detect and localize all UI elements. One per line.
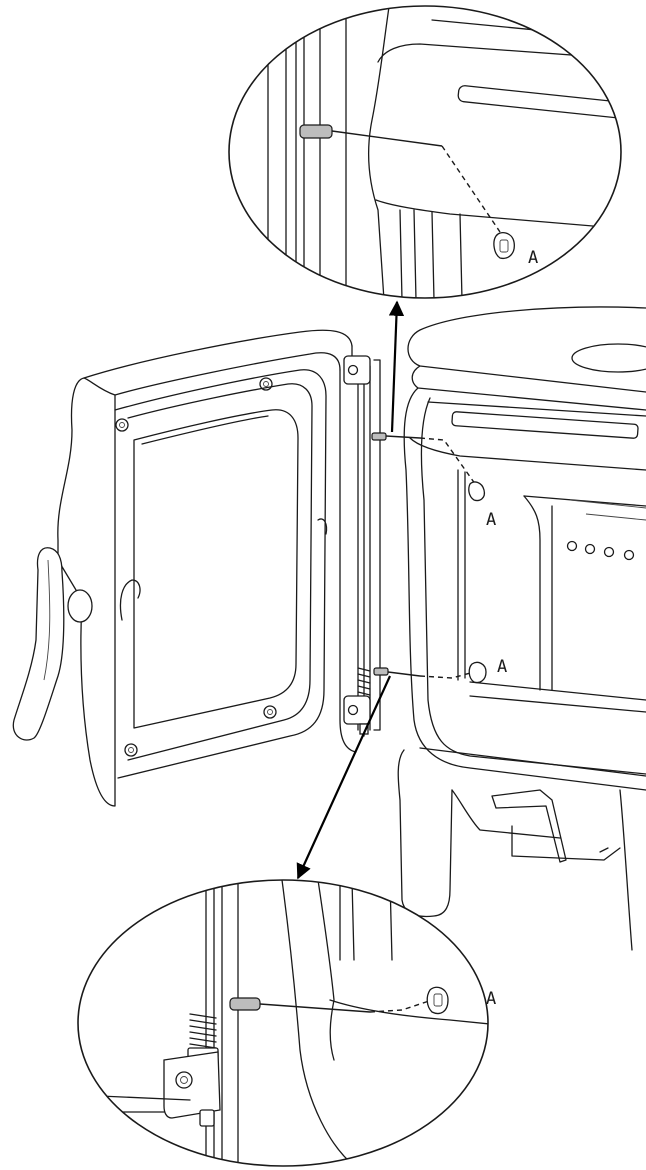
callout-label-top-detail: A — [528, 248, 538, 268]
callout-label-lower-pin: A — [497, 657, 507, 677]
leader-arrow-to-bottom-detail — [296, 675, 392, 880]
stove-body — [397, 306, 646, 951]
hinge-pin-upper — [371, 432, 486, 502]
door-handle — [12, 547, 93, 741]
top-detail-zoom — [228, 5, 622, 299]
hinge-pin-lower — [373, 661, 487, 684]
stove-door — [12, 329, 357, 807]
bottom-detail-zoom — [77, 879, 489, 1167]
callout-label-upper-pin: A — [486, 510, 496, 530]
air-vent-holes — [566, 540, 635, 561]
door-hinge-assembly — [343, 355, 381, 737]
glass-clip-bolts — [115, 377, 277, 757]
leader-arrow-to-top-detail — [388, 300, 405, 433]
callout-label-bottom-detail: A — [486, 989, 496, 1009]
